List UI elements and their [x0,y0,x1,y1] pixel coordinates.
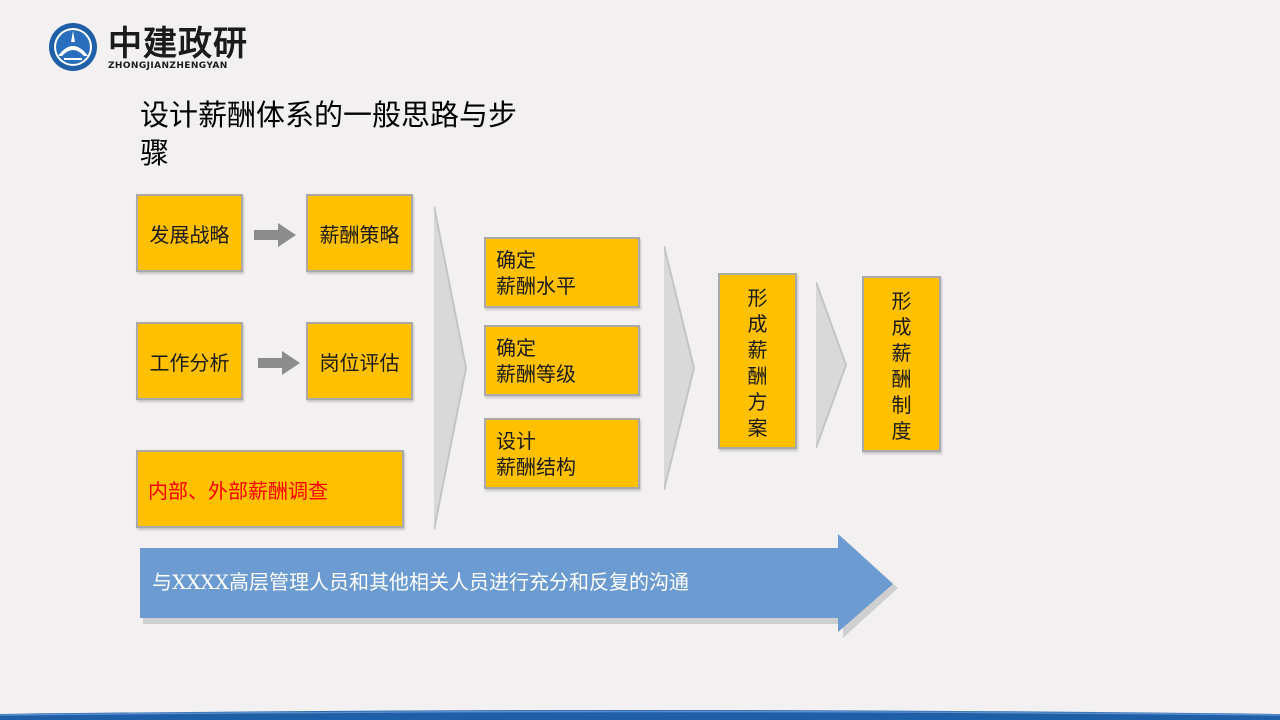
vertical-char: 案 [747,416,768,440]
arrow-right-icon [254,223,296,247]
box-salary-survey: 内部、外部薪酬调查 [136,450,404,528]
vertical-char: 成 [747,312,768,336]
footer-wave [0,710,1280,720]
logo-name: 中建政研 [108,24,248,64]
box-line-1: 确定 [496,335,536,360]
box-form-compensation-system: 形 成 薪 酬 制 度 [862,276,941,452]
vertical-char: 制 [891,393,912,417]
chevron-right-icon [434,206,468,530]
communication-banner-text: 与XXXX高层管理人员和其他相关人员进行充分和反复的沟通 [152,570,689,594]
box-determine-pay-grade: 确定 薪酬等级 [484,325,640,396]
vertical-char: 方 [747,390,768,414]
communication-banner-arrow [140,534,898,638]
box-line-1: 确定 [496,247,536,272]
box-compensation-strategy: 薪酬策略 [306,194,413,272]
box-job-analysis: 工作分析 [136,322,243,400]
box-line-2: 薪酬等级 [496,361,576,386]
box-determine-pay-level: 确定 薪酬水平 [484,237,640,308]
box-line-2: 薪酬结构 [496,454,576,479]
vertical-char: 形 [891,289,912,313]
box-label: 发展战略 [149,222,230,247]
box-label: 薪酬策略 [319,222,400,247]
box-development-strategy: 发展战略 [136,194,243,272]
box-line-2: 薪酬水平 [496,273,576,298]
vertical-char: 形 [747,286,768,310]
vertical-char: 酬 [891,367,912,391]
box-label: 岗位评估 [319,350,400,375]
logo-subtitle: ZHONGJIANZHENGYAN [108,61,228,71]
page-title-line-2: 骤 [140,136,170,170]
chevron-right-icon [664,246,696,490]
arrow-right-icon [258,351,300,375]
box-label: 工作分析 [149,350,230,375]
vertical-char: 薪 [891,341,912,365]
logo-emblem-icon [49,23,97,71]
vertical-char: 成 [891,315,912,339]
box-position-evaluation: 岗位评估 [306,322,413,400]
vertical-char: 薪 [747,338,768,362]
box-design-pay-structure: 设计 薪酬结构 [484,418,640,489]
box-label: 内部、外部薪酬调查 [148,478,328,503]
chevron-right-icon [816,282,848,448]
box-line-1: 设计 [496,428,536,453]
box-form-compensation-plan: 形 成 薪 酬 方 案 [718,273,797,449]
page-title: 设计薪酬体系的一般思路与步 骤 [140,96,580,172]
page-title-line-1: 设计薪酬体系的一般思路与步 [140,98,518,132]
vertical-char: 酬 [747,364,768,388]
vertical-char: 度 [891,419,912,443]
